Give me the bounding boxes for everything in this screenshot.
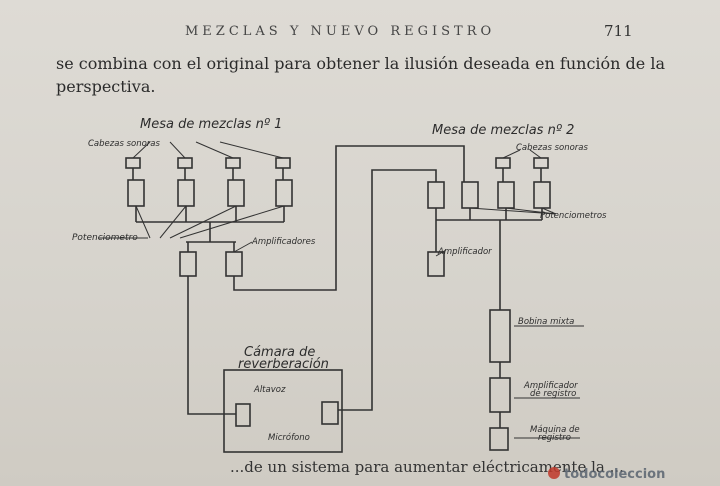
potentiometer-8 [533,181,551,209]
cabezas-label-2: Cabezas sonoras [516,143,588,153]
potenciometros-label: Potenciometros [540,211,607,221]
mesa1-title: Mesa de mezclas nº 1 [140,117,282,132]
amp-registro-label-2: de registro [530,389,576,399]
sound-head-1 [125,157,141,169]
recording-amplifier [489,377,511,413]
maquina-label-1: Máquina de [530,425,580,435]
potentiometer-4 [275,179,293,207]
potentiometer-6 [461,181,479,209]
sound-head-6 [533,157,549,169]
figure-caption: ...de un sistema para aumentar eléctrica… [230,458,624,476]
sound-head-3 [225,157,241,169]
amp-registro-label-1: Amplificador [523,381,578,391]
mixed-reel [489,309,511,363]
camara-label-1: Cámara de [244,345,315,360]
watermark: todocoleccion [548,467,665,482]
watermark-text: todocoleccion [564,467,666,482]
potentiometer-1 [127,179,145,207]
recording-machine [489,427,509,451]
body-paragraph: se combina con el original para obtener … [56,54,665,96]
amplificador-label: Amplificador [437,247,492,257]
cabezas-label-1: Cabezas sonoras [88,139,160,149]
microphone-box [321,401,339,425]
running-head: MEZCLAS Y NUEVO REGISTRO [185,24,496,39]
altavoz-label: Altavoz [253,385,286,395]
sound-head-2 [177,157,193,169]
potentiometer-7 [497,181,515,209]
maquina-label-2: registro [538,433,571,443]
speaker-box [235,403,251,427]
watermark-logo-icon [548,467,560,479]
potentiometer-5 [427,181,445,209]
potentiometer-2 [177,179,195,207]
potenciometro-label: Potenciometro [72,233,138,243]
sound-head-5 [495,157,511,169]
bobina-label: Bobina mixta [518,317,574,327]
sound-head-4 [275,157,291,169]
page-number: 711 [604,22,633,40]
reverb-chamber [223,369,343,453]
mesa2-title: Mesa de mezclas nº 2 [432,123,574,138]
camara-label-2: reverberación [238,357,329,372]
microfono-label: Micrófono [268,432,310,443]
amplifier-1b [225,251,243,277]
potentiometer-3 [227,179,245,207]
amplifier-1a [179,251,197,277]
amplificadores-label: Amplificadores [251,237,316,247]
